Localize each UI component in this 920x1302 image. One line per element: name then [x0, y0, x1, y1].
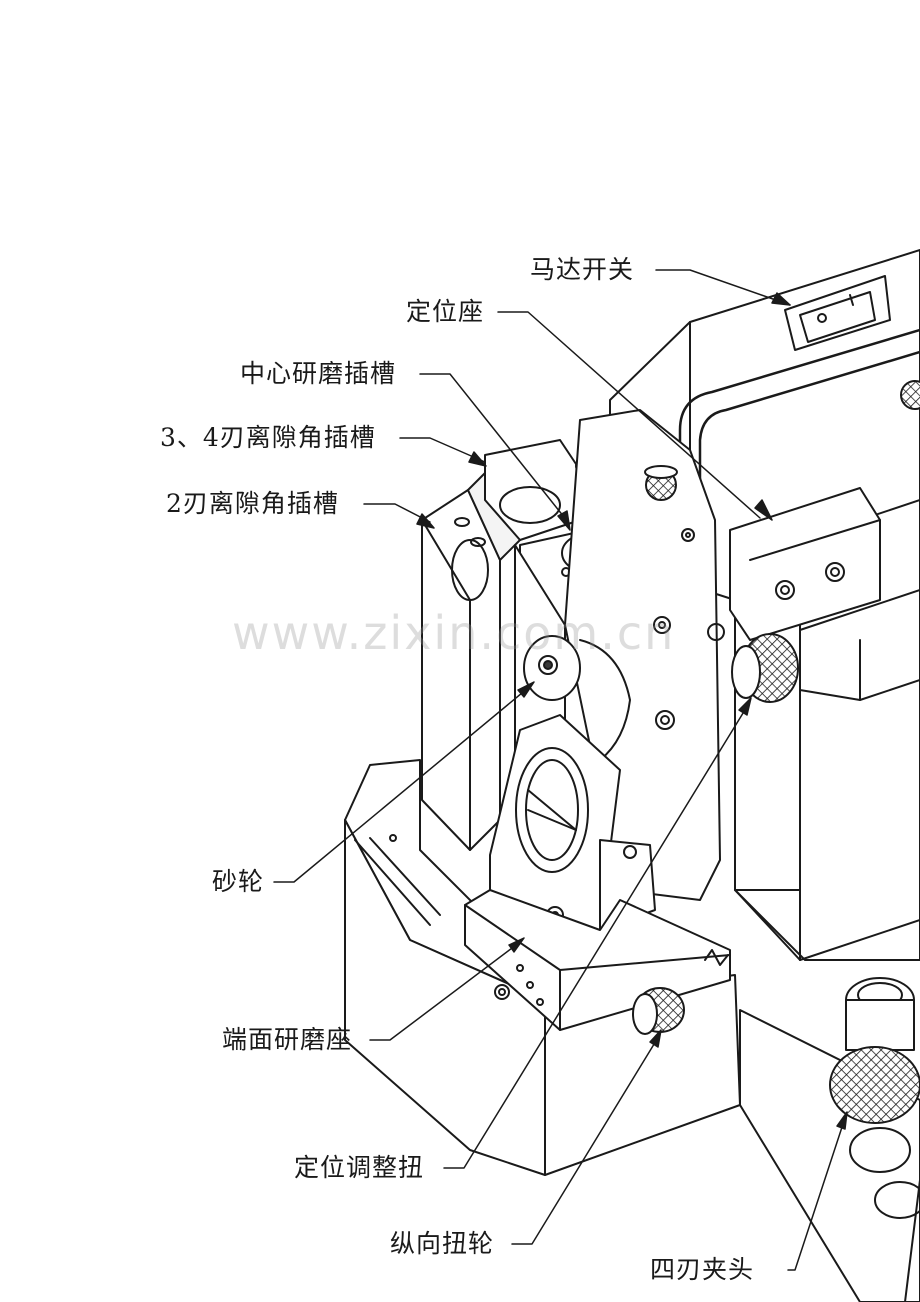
leader-lines	[273, 269, 848, 1271]
grinding-wheel	[523, 635, 631, 761]
label-longitudinal-knob: 纵向扭轮	[390, 1229, 495, 1258]
four-edge-chuck-shape	[829, 977, 920, 1302]
watermark: www.zixin.com.cn	[232, 606, 676, 660]
end-face-grinding-seat	[464, 714, 731, 1031]
holder-blocks	[729, 487, 920, 701]
label-slot-2-edge-clearance: 2刃离隙角插槽	[166, 489, 339, 518]
carry-handle	[678, 328, 920, 482]
label-positioning-adjust-knob: 定位调整扭	[294, 1153, 425, 1182]
label-end-face-grinding-seat: 端面研磨座	[222, 1025, 353, 1054]
label-four-edge-chuck: 四刃夹头	[650, 1255, 755, 1284]
motor-switch	[784, 275, 891, 351]
label-center-grinding-slot: 中心研磨插槽	[240, 359, 397, 388]
label-slot-3-4-edge-clearance: 3、4刃离隙角插槽	[160, 423, 376, 452]
positioning-adjust-knob-shape	[707, 623, 799, 703]
label-motor-switch: 马达开关	[530, 255, 635, 284]
label-grinding-wheel: 砂轮	[212, 867, 265, 896]
label-positioning-seat: 定位座	[406, 297, 485, 326]
longitudinal-knob-shape	[632, 987, 685, 1035]
